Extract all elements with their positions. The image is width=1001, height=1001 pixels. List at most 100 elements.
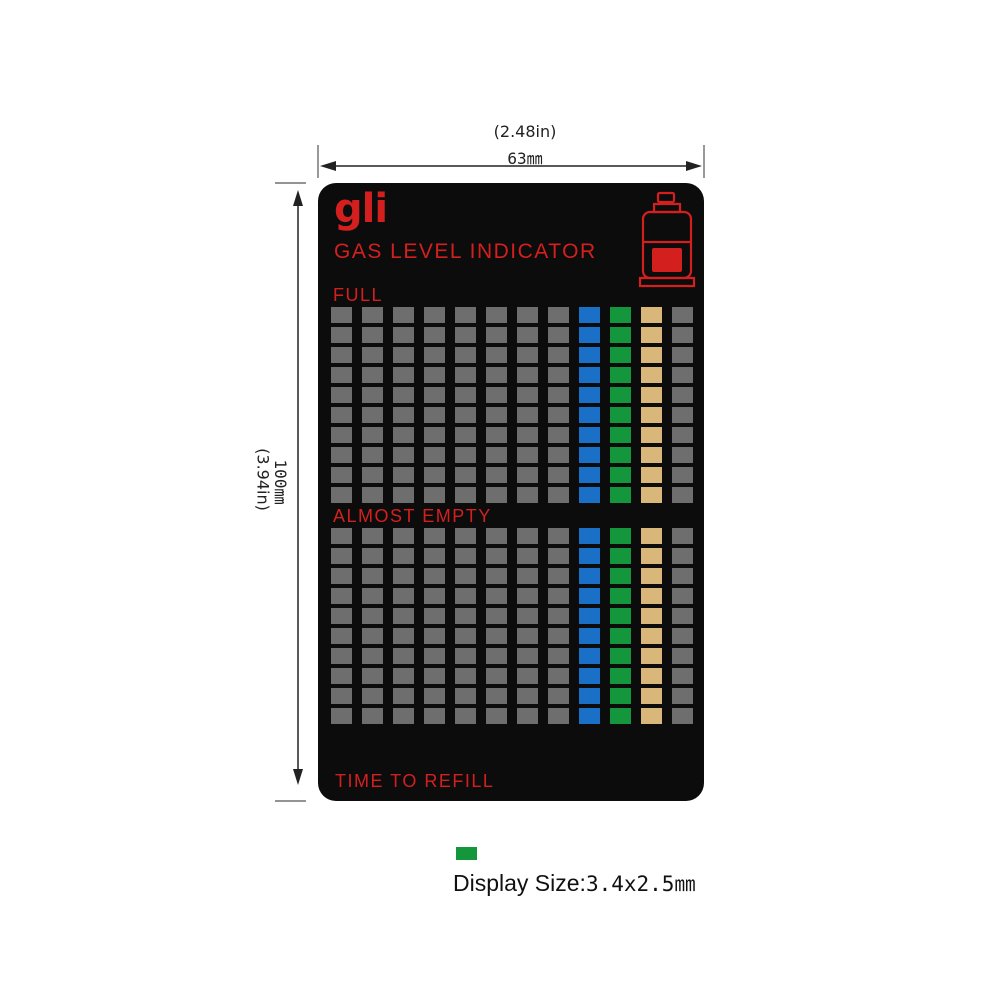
indicator-cell xyxy=(486,327,507,343)
indicator-cell xyxy=(517,327,538,343)
indicator-cell xyxy=(641,487,662,503)
indicator-cell xyxy=(455,467,476,483)
indicator-cell xyxy=(517,668,538,684)
indicator-cell xyxy=(486,588,507,604)
indicator-cell xyxy=(486,467,507,483)
indicator-cell xyxy=(393,548,414,564)
indicator-cell xyxy=(517,407,538,423)
indicator-cell xyxy=(362,407,383,423)
indicator-cell xyxy=(610,548,631,564)
indicator-cell xyxy=(641,467,662,483)
indicator-cell xyxy=(362,628,383,644)
width-inches-label: (2.48in) xyxy=(493,122,557,141)
indicator-cell xyxy=(331,628,352,644)
indicator-cell xyxy=(362,568,383,584)
indicator-cell xyxy=(672,347,693,363)
indicator-cell xyxy=(517,548,538,564)
indicator-cell xyxy=(331,307,352,323)
indicator-cell xyxy=(672,628,693,644)
indicator-cell xyxy=(548,367,569,383)
indicator-cell xyxy=(641,628,662,644)
indicator-cell xyxy=(486,447,507,463)
indicator-cell xyxy=(579,307,600,323)
indicator-grid-bottom xyxy=(331,528,693,724)
indicator-cell xyxy=(424,447,445,463)
indicator-cell xyxy=(455,447,476,463)
indicator-cell xyxy=(331,608,352,624)
indicator-cell xyxy=(610,447,631,463)
indicator-cell xyxy=(641,568,662,584)
indicator-cell xyxy=(579,628,600,644)
indicator-cell xyxy=(548,307,569,323)
indicator-cell xyxy=(331,688,352,704)
indicator-cell xyxy=(579,427,600,443)
indicator-cell xyxy=(672,608,693,624)
indicator-cell xyxy=(517,347,538,363)
indicator-cell xyxy=(610,608,631,624)
indicator-cell xyxy=(579,588,600,604)
indicator-cell xyxy=(641,447,662,463)
indicator-cell xyxy=(548,327,569,343)
label-time-to-refill: TIME TO REFILL xyxy=(335,771,495,791)
indicator-cell xyxy=(548,688,569,704)
indicator-cell xyxy=(579,347,600,363)
indicator-cell xyxy=(517,387,538,403)
indicator-cell xyxy=(517,487,538,503)
indicator-cell xyxy=(331,427,352,443)
indicator-cell xyxy=(486,708,507,724)
indicator-cell xyxy=(331,568,352,584)
indicator-cell xyxy=(424,588,445,604)
indicator-cell xyxy=(548,588,569,604)
indicator-cell xyxy=(424,307,445,323)
indicator-cell xyxy=(672,688,693,704)
indicator-cell xyxy=(641,688,662,704)
indicator-cell xyxy=(517,568,538,584)
indicator-cell xyxy=(362,467,383,483)
indicator-cell xyxy=(331,367,352,383)
indicator-cell xyxy=(424,548,445,564)
indicator-cell xyxy=(579,528,600,544)
indicator-cell xyxy=(610,528,631,544)
indicator-cell xyxy=(548,347,569,363)
indicator-cell xyxy=(455,708,476,724)
indicator-cell xyxy=(393,467,414,483)
indicator-cell xyxy=(486,367,507,383)
indicator-cell xyxy=(579,407,600,423)
indicator-cell xyxy=(610,708,631,724)
indicator-cell xyxy=(517,688,538,704)
indicator-cell xyxy=(331,467,352,483)
indicator-cell xyxy=(548,427,569,443)
indicator-cell xyxy=(610,688,631,704)
indicator-cell xyxy=(641,387,662,403)
indicator-cell xyxy=(579,648,600,664)
legend-swatch xyxy=(456,847,477,860)
indicator-cell xyxy=(641,648,662,664)
indicator-cell xyxy=(362,367,383,383)
indicator-cell xyxy=(548,668,569,684)
indicator-cell xyxy=(548,467,569,483)
indicator-cell xyxy=(672,387,693,403)
indicator-cell xyxy=(672,528,693,544)
indicator-cell xyxy=(486,427,507,443)
indicator-cell xyxy=(641,367,662,383)
indicator-cell xyxy=(548,387,569,403)
indicator-cell xyxy=(517,447,538,463)
indicator-cell xyxy=(393,307,414,323)
indicator-cell xyxy=(517,628,538,644)
indicator-cell xyxy=(455,307,476,323)
indicator-cell xyxy=(362,588,383,604)
indicator-cell xyxy=(672,367,693,383)
indicator-cell xyxy=(641,548,662,564)
indicator-cell xyxy=(393,648,414,664)
indicator-cell xyxy=(424,327,445,343)
indicator-cell xyxy=(362,347,383,363)
width-mm-label: 63㎜ xyxy=(507,149,543,168)
indicator-cell xyxy=(455,367,476,383)
indicator-cell xyxy=(455,568,476,584)
indicator-cell xyxy=(424,387,445,403)
indicator-cell xyxy=(362,327,383,343)
indicator-cell xyxy=(672,407,693,423)
indicator-cell xyxy=(393,347,414,363)
indicator-cell xyxy=(672,307,693,323)
